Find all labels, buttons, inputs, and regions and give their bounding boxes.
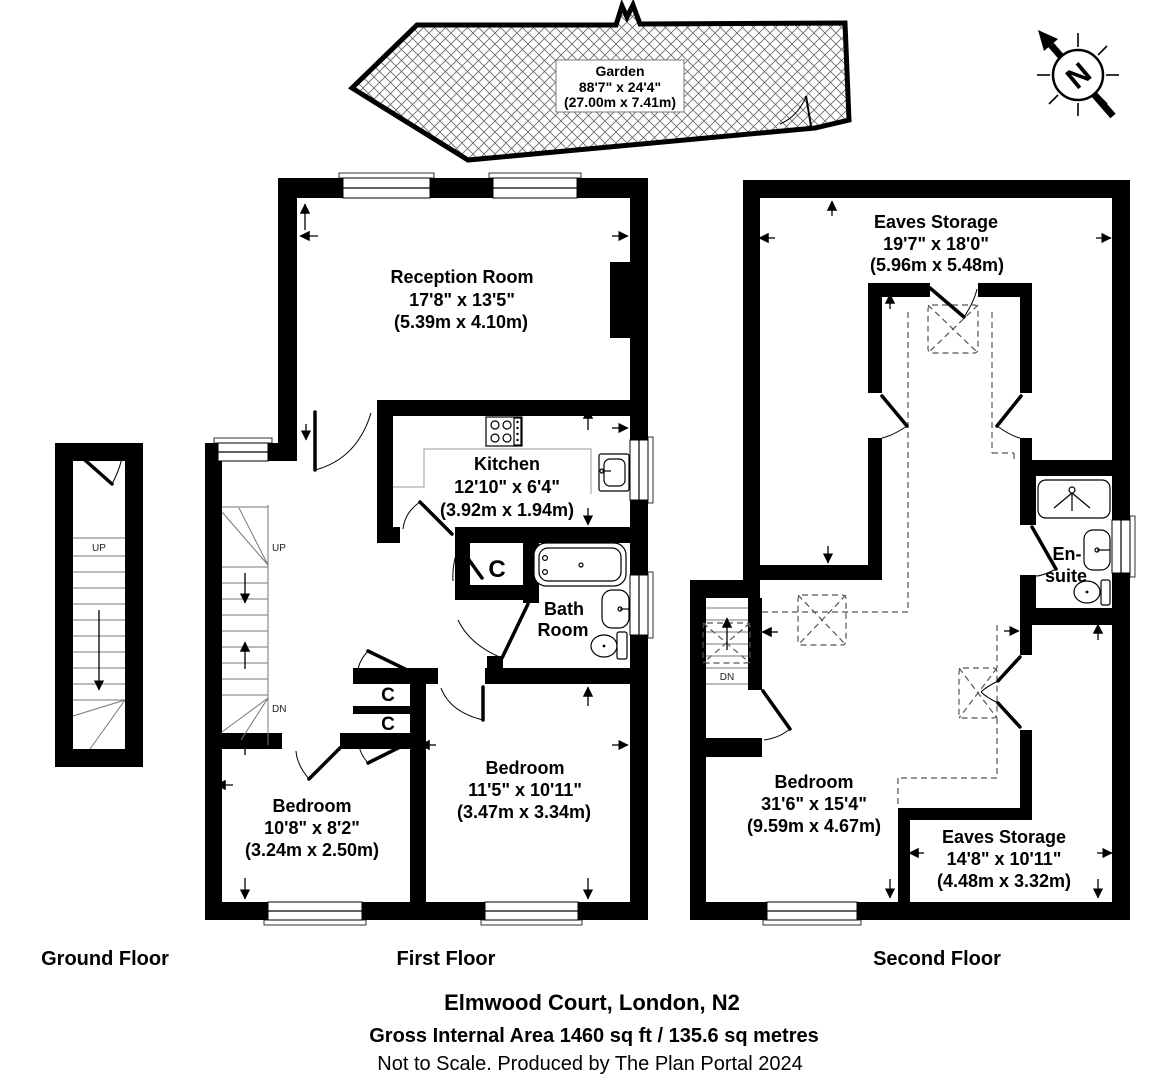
reception-door bbox=[313, 410, 372, 472]
window bbox=[629, 571, 654, 639]
ensuite-name-2: suite bbox=[1045, 566, 1087, 586]
disclaimer-text: Not to Scale. Produced by The Plan Porta… bbox=[377, 1053, 802, 1075]
eaves-bottom-metric: (4.48m x 3.32m) bbox=[937, 871, 1071, 891]
first-floor-dn-label: DN bbox=[272, 704, 286, 715]
cupboard-label: C bbox=[488, 556, 505, 583]
compass-arrowhead bbox=[1038, 30, 1058, 51]
bedroom-right-door bbox=[440, 685, 485, 722]
garden-imperial: 88'7" x 24'4" bbox=[579, 79, 661, 95]
first-floor-doors bbox=[295, 410, 530, 781]
rooflight bbox=[797, 594, 847, 646]
reception-metric: (5.39m x 4.10m) bbox=[394, 312, 528, 332]
window bbox=[480, 901, 583, 926]
second-bedroom-name: Bedroom bbox=[774, 772, 853, 792]
bathroom-door bbox=[457, 602, 530, 660]
compass-circle bbox=[1051, 48, 1105, 102]
rooflight bbox=[958, 667, 998, 719]
second-bedroom-imperial: 31'6" x 15'4" bbox=[761, 794, 867, 814]
bathroom-name-2: Room bbox=[538, 620, 589, 640]
toilet bbox=[590, 631, 628, 660]
bedroom-right-imperial: 11'5" x 10'11" bbox=[468, 780, 582, 800]
kitchen-sink bbox=[598, 453, 630, 492]
second-floor-walls bbox=[690, 180, 1130, 920]
second-floor-dimension-arrows bbox=[758, 200, 1113, 899]
second-floor-label: Second Floor bbox=[873, 948, 1001, 970]
window bbox=[629, 436, 654, 504]
property-title: Elmwood Court, London, N2 bbox=[444, 990, 740, 1015]
reduced-headroom-lines bbox=[762, 312, 1015, 808]
window bbox=[1111, 515, 1136, 578]
shower bbox=[1037, 479, 1111, 519]
kitchen-hob bbox=[485, 416, 523, 447]
cupboard-door bbox=[357, 649, 407, 671]
bifold-door bbox=[980, 655, 1022, 729]
cupboard-label: C bbox=[381, 685, 395, 706]
ground-floor-plan: UP bbox=[55, 443, 143, 767]
second-floor-dn-label: DN bbox=[720, 672, 734, 683]
second-floor-plan: DN Eaves Storag bbox=[690, 180, 1136, 926]
eaves-bottom-imperial: 14'8" x 10'11" bbox=[947, 849, 1062, 869]
first-floor-staircase bbox=[221, 505, 269, 745]
kitchen-metric: (3.92m x 1.94m) bbox=[440, 500, 574, 520]
eaves-door bbox=[880, 394, 909, 439]
window bbox=[213, 437, 273, 462]
garden-name: Garden bbox=[595, 63, 644, 79]
eaves-top-imperial: 19'7" x 18'0" bbox=[883, 234, 989, 254]
ensuite-name-1: En- bbox=[1053, 544, 1082, 564]
bedroom-left-name: Bedroom bbox=[272, 796, 351, 816]
bedroom-left-door bbox=[295, 746, 342, 781]
kitchen-counter-edge bbox=[393, 448, 592, 494]
stair-door bbox=[761, 689, 792, 741]
first-floor-plan: UP DN Reception Room 17'8" x 13'5" (5.39… bbox=[205, 172, 654, 926]
garden-label-box bbox=[555, 59, 685, 113]
garden-gate-leaf bbox=[805, 95, 812, 127]
kitchen-name: Kitchen bbox=[474, 454, 540, 474]
eaves-door bbox=[928, 286, 978, 319]
ensuite-sink bbox=[1083, 529, 1111, 571]
ensuite-toilet bbox=[1073, 579, 1111, 606]
garden-gate-swing bbox=[779, 96, 807, 125]
window bbox=[338, 172, 435, 199]
garden-area: Garden 88'7" x 24'4" (27.00m x 7.41m) bbox=[347, 0, 852, 163]
bedroom-left-imperial: 10'8" x 8'2" bbox=[264, 818, 360, 838]
bedroom-right-name: Bedroom bbox=[485, 758, 564, 778]
kitchen-door bbox=[402, 500, 454, 536]
ground-stairs-up-label: UP bbox=[92, 543, 106, 554]
bathroom-sink bbox=[601, 589, 630, 629]
north-compass: N bbox=[1037, 30, 1119, 119]
second-floor-doors bbox=[761, 286, 1058, 741]
first-floor-label: First Floor bbox=[397, 948, 496, 970]
window bbox=[488, 172, 582, 199]
garden-metric: (27.00m x 7.41m) bbox=[564, 94, 676, 110]
kitchen-imperial: 12'10" x 6'4" bbox=[454, 477, 560, 497]
eaves-top-name: Eaves Storage bbox=[874, 212, 998, 232]
cupboard-door bbox=[358, 743, 406, 765]
gross-area-text: Gross Internal Area 1460 sq ft / 135.6 s… bbox=[369, 1025, 818, 1047]
bedroom-left-metric: (3.24m x 2.50m) bbox=[245, 840, 379, 860]
bathtub bbox=[533, 542, 627, 587]
rooflight bbox=[927, 304, 979, 354]
bedroom-right-metric: (3.47m x 3.34m) bbox=[457, 802, 591, 822]
ground-entry-door bbox=[75, 451, 124, 486]
ground-floor-label: Ground Floor bbox=[41, 948, 169, 970]
eaves-bottom-name: Eaves Storage bbox=[942, 827, 1066, 847]
cupboard-door bbox=[452, 544, 484, 582]
first-floor-dimension-arrows bbox=[215, 203, 629, 900]
cupboard-label: C bbox=[381, 714, 395, 735]
second-bedroom-metric: (9.59m x 4.67m) bbox=[747, 816, 881, 836]
compass-rays bbox=[1037, 33, 1119, 116]
second-floor-windows bbox=[762, 515, 1136, 926]
ensuite-door bbox=[1030, 525, 1058, 577]
eaves-top-metric: (5.96m x 5.48m) bbox=[870, 255, 1004, 275]
window bbox=[762, 901, 862, 926]
eaves-door bbox=[995, 394, 1023, 439]
first-floor-windows bbox=[213, 172, 654, 926]
first-floor-up-label: UP bbox=[272, 543, 286, 554]
window bbox=[263, 901, 367, 926]
reception-imperial: 17'8" x 13'5" bbox=[409, 290, 515, 310]
bathroom-name-1: Bath bbox=[544, 599, 584, 619]
reception-name: Reception Room bbox=[390, 267, 533, 287]
